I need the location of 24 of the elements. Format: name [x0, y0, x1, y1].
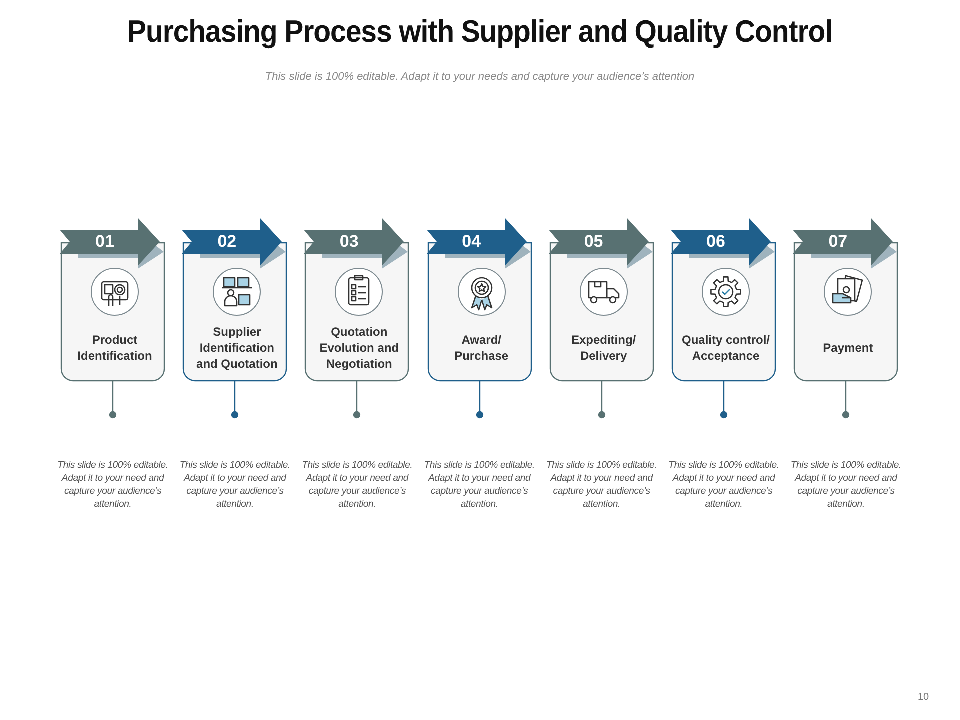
description: This slide is 100% editable. Adapt it to your need and capture your audience’s attention. — [668, 459, 780, 511]
step-title: Supplier Identification and Quotation — [196, 324, 279, 372]
description: This slide is 100% editable. Adapt it to your need and capture your audience’s attention. — [790, 459, 903, 511]
step-title: Expediting/ Delivery — [570, 332, 638, 364]
step-title: Award/ Purchase — [454, 332, 510, 364]
step-number: 07 — [828, 232, 849, 252]
description: This slide is 100% editable. Adapt it to your need and capture your audience’s attention. — [301, 459, 414, 511]
step-title: Quality control/ Acceptance — [681, 332, 771, 364]
step-number: 02 — [216, 232, 238, 252]
step-number: 06 — [706, 232, 726, 252]
step-title: Product Identification — [76, 332, 154, 364]
step-number: 01 — [94, 232, 116, 252]
step-title: Payment — [823, 340, 874, 356]
description: This slide is 100% editable. Adapt it to your need and capture your audience’s attention. — [545, 459, 658, 511]
description: This slide is 100% editable. Adapt it to your need and capture your audience’s attention. — [423, 459, 536, 511]
description: This slide is 100% editable. Adapt it to your need and capture your audience’s attention. — [178, 459, 292, 511]
page-number: 10 — [918, 692, 930, 703]
step-number: 03 — [338, 232, 360, 252]
step-number: 05 — [583, 232, 604, 252]
subtitle: This slide is 100% editable. Adapt it to your needs and capture your audience’s attention — [264, 71, 696, 83]
title: Purchasing Process with Supplier and Quality Control — [126, 14, 834, 50]
step-number: 04 — [461, 232, 482, 252]
description: This slide is 100% editable. Adapt it to your need and capture your audience’s attention. — [56, 459, 170, 511]
step-title: Quotation Evolution and Negotiation — [318, 324, 400, 372]
